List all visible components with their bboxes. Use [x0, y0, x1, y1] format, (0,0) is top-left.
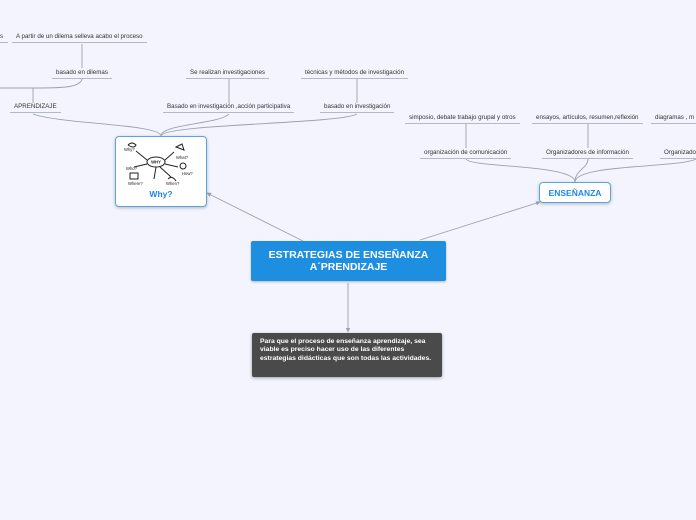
edge-ens-organizadores — [574, 158, 589, 183]
ensenanza-title: ENSEÑANZA — [548, 187, 602, 198]
sketch-word-1: Why? — [124, 147, 135, 152]
edge-why-aprendizaje — [32, 113, 162, 137]
label-dilema[interactable]: A partir de un dilema selleva acabo el p… — [12, 32, 147, 43]
sketch-center-word: WHY — [151, 160, 161, 165]
label-diagramas[interactable]: diagramas , m — [651, 113, 696, 124]
label-tecnicas[interactable]: técnicas y métodos de investigación — [301, 68, 409, 79]
edge-why-participativa — [160, 113, 230, 137]
edge-dilemas-join — [0, 78, 83, 89]
note-box[interactable]: Para que el proceso de enseñanza aprendi… — [252, 333, 442, 377]
why-title: Why? — [149, 189, 173, 199]
label-organizadores[interactable]: Organizadores de información — [542, 148, 633, 159]
edge-central-ensenanza — [419, 201, 541, 241]
ensenanza-node[interactable]: ENSEÑANZA — [539, 182, 611, 203]
label-se-realizan[interactable]: Se realizan investigaciones — [186, 68, 269, 79]
label-aprendizaje[interactable]: APRENDIZAJE — [10, 102, 61, 113]
why-node[interactable]: WHY Why? What? Who? How? Where? When? Wh… — [115, 136, 207, 207]
note-text: Para que el proceso de enseñanza aprendi… — [260, 338, 432, 362]
sketch-word-3: Who? — [126, 166, 138, 171]
label-organizado[interactable]: Organizado — [660, 148, 696, 159]
label-organizacion[interactable]: organización de comunicación — [420, 148, 512, 159]
edge-central-why — [206, 192, 304, 242]
label-basado-participativa[interactable]: Basado en investigación ,acción particip… — [163, 102, 295, 113]
sketch-word-6: When? — [166, 181, 180, 186]
central-title-line1: ESTRATEGIAS DE ENSEÑANZA — [268, 249, 429, 261]
edge-ens-organizacion — [465, 158, 576, 183]
central-topic[interactable]: ESTRATEGIAS DE ENSEÑANZA A´PRENDIZAJE — [251, 241, 446, 281]
edge-why-investigacion — [160, 113, 358, 137]
label-basado-dilemas[interactable]: basado en dilemas — [52, 68, 112, 79]
why-sketch-image: WHY Why? What? Who? How? Where? When? — [124, 142, 193, 186]
label-partial-left[interactable]: s — [0, 32, 8, 43]
central-title-line2: A´PRENDIZAJE — [309, 261, 388, 273]
sketch-word-2: What? — [176, 155, 189, 160]
label-ensayos[interactable]: ensayos, artículos, resumen,reflexión — [532, 113, 643, 124]
label-simposio[interactable]: simposio, debate trabajo grupal y otros — [405, 113, 520, 124]
edge-ens-organizado — [574, 158, 696, 183]
sketch-word-5: Where? — [128, 181, 143, 186]
label-basado-investigacion[interactable]: basado en investigación — [320, 102, 395, 113]
sketch-word-4: How? — [182, 171, 193, 176]
